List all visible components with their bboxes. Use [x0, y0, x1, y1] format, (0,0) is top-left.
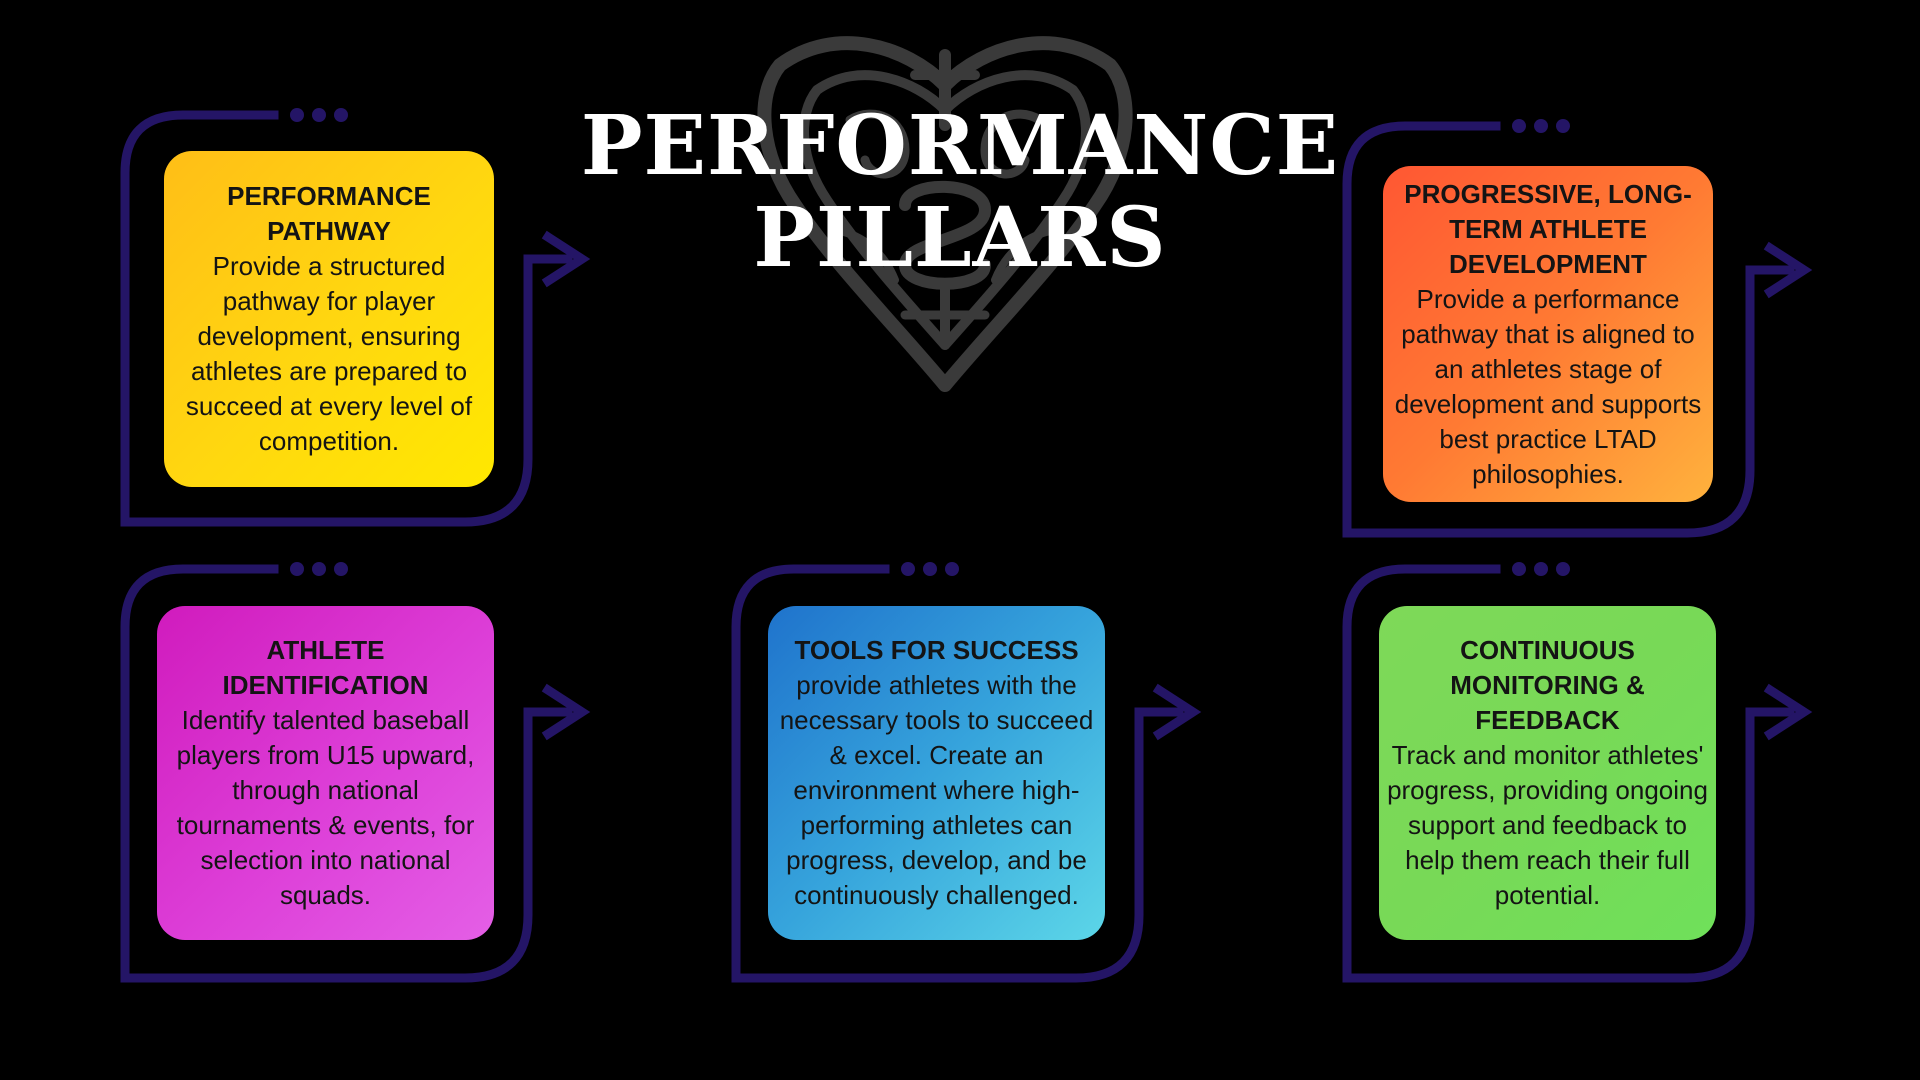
ellipsis-dots-icon [1512, 562, 1570, 576]
pillar-heading: TOOLS FOR SUCCESS [794, 635, 1079, 665]
arrow-right-icon [541, 683, 591, 741]
frame-line [731, 564, 1184, 983]
frame-line [120, 110, 573, 527]
pillar-text: Provide a structured pathway for player … [185, 251, 473, 456]
arrow-right-icon [1763, 241, 1813, 299]
arrow-right-icon [541, 230, 591, 288]
pillar-heading: CONTINUOUS MONITORING & FEEDBACK [1450, 635, 1645, 735]
pillar-heading: PROGRESSIVE, LONG-TERM ATHLETE DEVELOPME… [1404, 178, 1692, 279]
ellipsis-dots-icon [290, 108, 348, 122]
pillar-card-performance-pathway: PERFORMANCE PATHWAY Provide a structured… [164, 151, 494, 487]
pillar-text: Provide a performance pathway that is al… [1394, 283, 1702, 489]
frame-line [1342, 121, 1795, 538]
arrow-right-icon [1152, 683, 1202, 741]
pillar-card-tools-for-success: TOOLS FOR SUCCESS provide athletes with … [768, 606, 1105, 940]
pillar-card-ltad: PROGRESSIVE, LONG-TERM ATHLETE DEVELOPME… [1383, 166, 1713, 502]
frame-line [120, 564, 573, 983]
ellipsis-dots-icon [901, 562, 959, 576]
pillar-card-athlete-identification: ATHLETE IDENTIFICATION Identify talented… [157, 606, 494, 940]
carved-heart-emblem-icon [757, 36, 1133, 392]
pillar-text: Identify talented baseball players from … [176, 705, 475, 910]
arrow-right-icon [1763, 683, 1813, 741]
pillar-text: provide athletes with the necessary tool… [779, 670, 1094, 910]
pillar-card-continuous-monitoring: CONTINUOUS MONITORING & FEEDBACK Track a… [1379, 606, 1716, 940]
pillar-heading: ATHLETE IDENTIFICATION [222, 635, 429, 700]
title-line-1: PERFORMANCE [580, 98, 1340, 194]
ellipsis-dots-icon [290, 562, 348, 576]
ellipsis-dots-icon [1512, 119, 1570, 133]
pillar-text: Track and monitor athletes' progress, pr… [1387, 740, 1708, 910]
pillar-heading: PERFORMANCE PATHWAY [227, 181, 431, 246]
page-title: PERFORMANCE PILLARS [560, 100, 1360, 284]
frame-line [1342, 564, 1795, 983]
title-line-2: PILLARS [753, 190, 1167, 286]
